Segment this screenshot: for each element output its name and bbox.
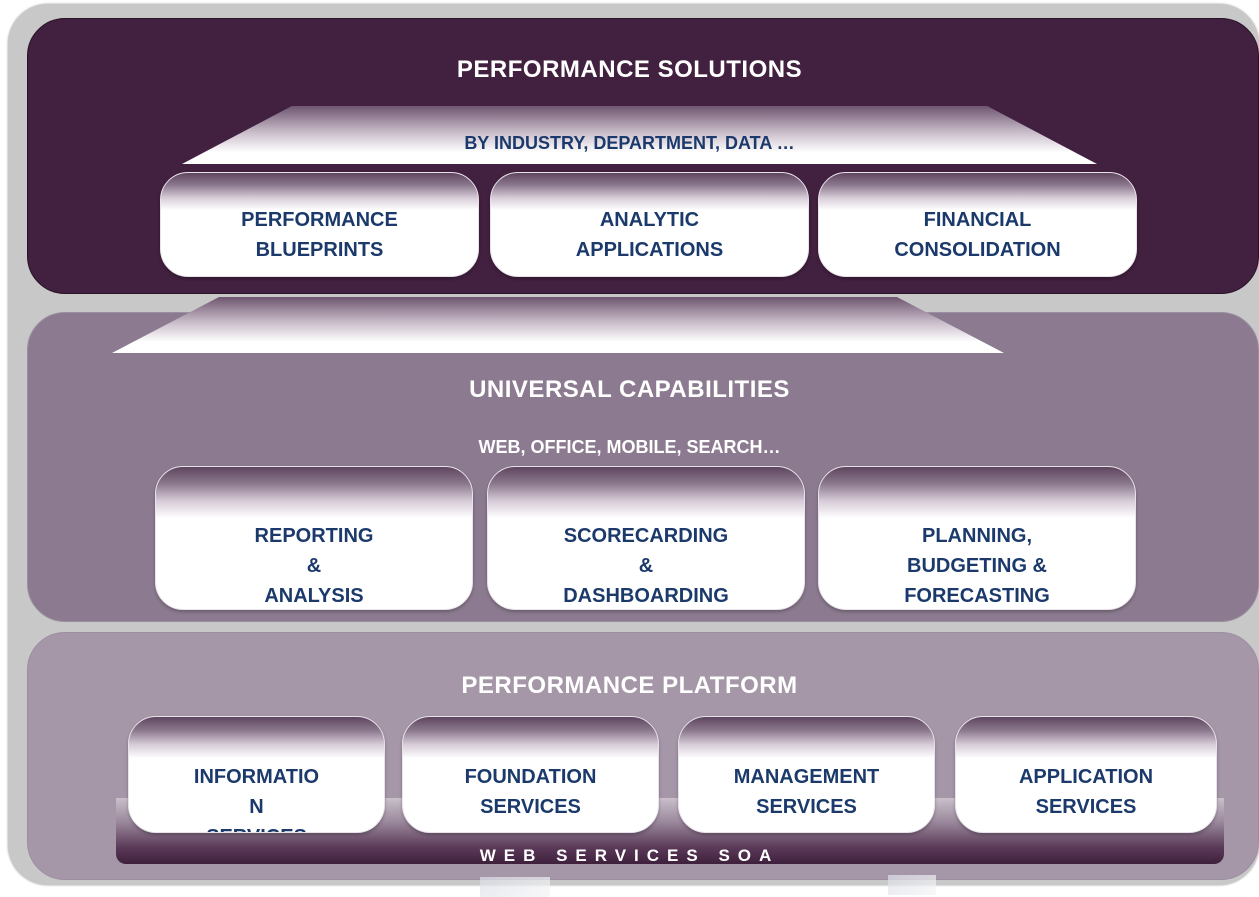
planning-budgeting-forecasting-box: PLANNING, BUDGETING & FORECASTING: [818, 466, 1136, 610]
box-label: FOUNDATION SERVICES: [464, 766, 597, 818]
management-services-box: MANAGEMENT SERVICES: [678, 716, 935, 833]
reporting-analysis-box: REPORTING & ANALYSIS: [155, 466, 473, 610]
decorative-ghost-shape: [480, 877, 550, 897]
box-label: PERFORMANCE BLUEPRINTS: [241, 209, 398, 261]
performance-solutions-shelf: [182, 106, 1097, 164]
box-label: FINANCIAL CONSOLIDATION: [894, 209, 1061, 261]
performance-solutions-title: PERFORMANCE SOLUTIONS: [456, 56, 803, 83]
web-services-soa-label: WEB SERVICES SOA: [479, 846, 780, 865]
information-services-box: INFORMATIO N SERVICES: [128, 716, 385, 833]
application-services-box: APPLICATION SERVICES: [955, 716, 1217, 833]
box-label: PLANNING, BUDGETING & FORECASTING: [904, 525, 1050, 607]
box-label: REPORTING & ANALYSIS: [254, 525, 374, 607]
box-label: APPLICATION SERVICES: [1018, 766, 1154, 818]
universal-capabilities-subtitle: WEB, OFFICE, MOBILE, SEARCH…: [478, 437, 781, 457]
universal-capabilities-shelf: [112, 297, 1004, 353]
performance-platform-title: PERFORMANCE PLATFORM: [461, 672, 798, 699]
box-label: ANALYTIC APPLICATIONS: [575, 209, 724, 261]
box-label: MANAGEMENT SERVICES: [733, 766, 880, 818]
box-label: INFORMATIO N SERVICES: [193, 766, 320, 832]
box-label: SCORECARDING & DASHBOARDING: [563, 525, 729, 607]
scorecarding-dashboarding-box: SCORECARDING & DASHBOARDING: [487, 466, 805, 610]
financial-consolidation-box: FINANCIAL CONSOLIDATION: [818, 172, 1137, 277]
performance-solutions-subtitle: BY INDUSTRY, DEPARTMENT, DATA …: [464, 133, 795, 153]
foundation-services-box: FOUNDATION SERVICES: [402, 716, 659, 833]
analytic-applications-box: ANALYTIC APPLICATIONS: [490, 172, 809, 277]
performance-blueprints-box: PERFORMANCE BLUEPRINTS: [160, 172, 479, 277]
universal-capabilities-title: UNIVERSAL CAPABILITIES: [469, 376, 790, 403]
decorative-ghost-shape: [888, 875, 936, 895]
